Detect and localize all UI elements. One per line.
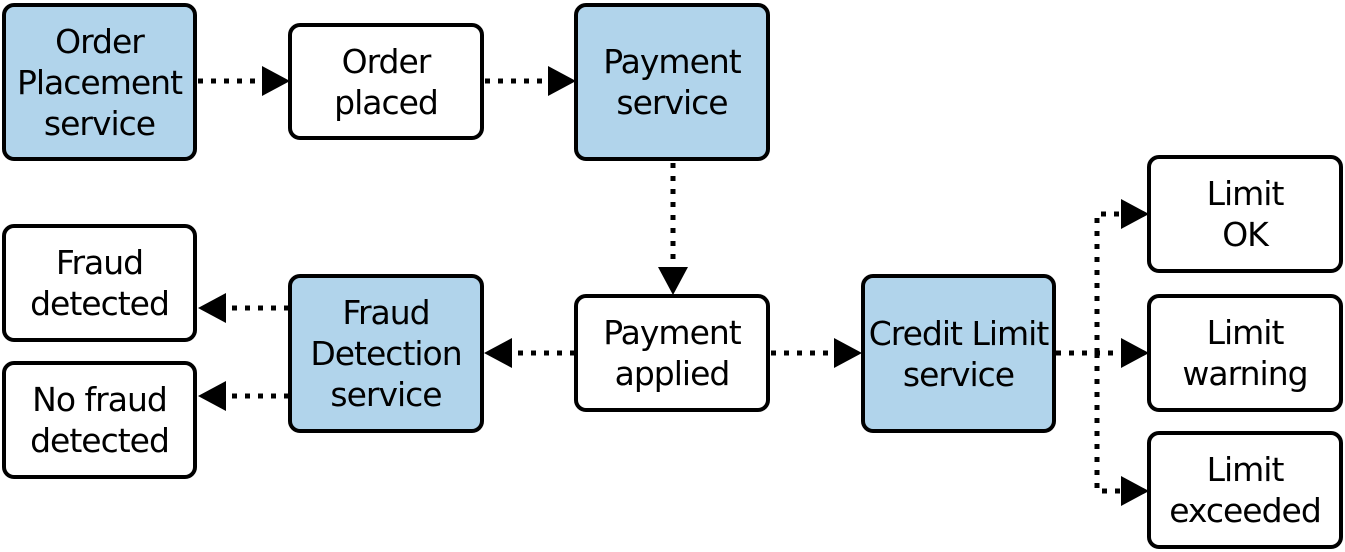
order-placement-service-label: Order Placement service bbox=[16, 21, 183, 143]
edge-order-placed-to-payment-service bbox=[485, 66, 576, 96]
edge-fraud-detection-to-fraud-detected bbox=[198, 293, 289, 323]
fraud-detected-label: Fraud detected bbox=[30, 243, 170, 323]
order-placed-label: Order placed bbox=[334, 41, 439, 122]
no-fraud-detected-label: No fraud detected bbox=[30, 380, 170, 460]
edge-payment-applied-to-credit-limit bbox=[771, 338, 862, 368]
limit-warning-node: Limit warning bbox=[1147, 294, 1343, 412]
payment-applied-label: Payment applied bbox=[603, 313, 741, 393]
credit-limit-service-node: Credit Limit service bbox=[861, 274, 1056, 433]
payment-applied-node: Payment applied bbox=[574, 294, 770, 412]
edge-fraud-detection-to-no-fraud-detected bbox=[198, 381, 289, 411]
no-fraud-detected-node: No fraud detected bbox=[2, 361, 197, 479]
fraud-detection-service-label: Fraud Detection service bbox=[310, 293, 462, 414]
order-placed-node: Order placed bbox=[288, 23, 484, 140]
edge-payment-service-to-payment-applied bbox=[658, 163, 688, 295]
edge-payment-applied-to-fraud-detection bbox=[484, 338, 575, 368]
limit-ok-node: Limit OK bbox=[1147, 155, 1343, 273]
order-placement-service-node: Order Placement service bbox=[2, 3, 197, 161]
edge-credit-limit-to-limit-warning bbox=[1056, 338, 1149, 368]
limit-exceeded-node: Limit exceeded bbox=[1147, 431, 1343, 549]
limit-exceeded-label: Limit exceeded bbox=[1169, 450, 1322, 530]
fraud-detected-node: Fraud detected bbox=[2, 224, 197, 342]
limit-ok-label: Limit OK bbox=[1206, 174, 1285, 254]
limit-warning-label: Limit warning bbox=[1182, 313, 1308, 393]
edge-order-placement-to-order-placed bbox=[198, 66, 290, 96]
payment-service-label: Payment service bbox=[603, 42, 741, 122]
payment-service-node: Payment service bbox=[574, 3, 770, 161]
credit-limit-service-label: Credit Limit service bbox=[868, 313, 1050, 394]
fraud-detection-service-node: Fraud Detection service bbox=[288, 274, 484, 433]
edge-credit-limit-to-limit-exceeded bbox=[1094, 353, 1149, 506]
edge-credit-limit-to-limit-ok bbox=[1094, 199, 1149, 353]
